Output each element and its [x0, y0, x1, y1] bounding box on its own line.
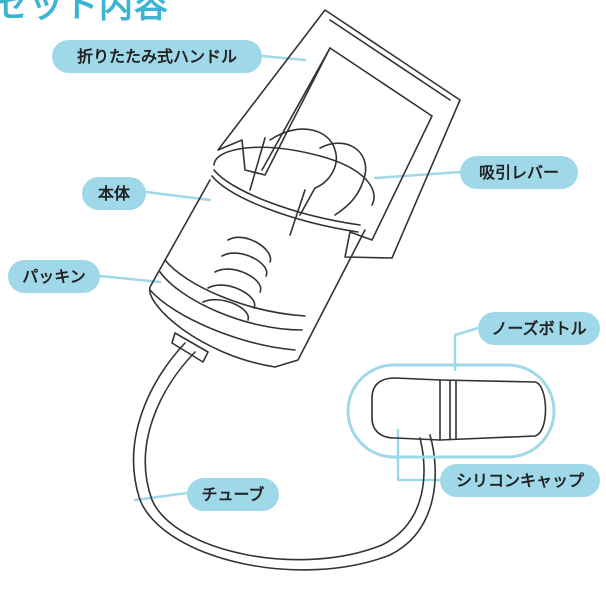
nose-bottle-drawing	[346, 363, 556, 459]
label-silicone-cap: シリコンキャップ	[440, 464, 600, 497]
page-title: セット内容	[0, 0, 169, 26]
label-folding-handle: 折りたたみ式ハンドル	[52, 40, 262, 73]
leader-handle	[260, 54, 307, 62]
label-main-body: 本体	[82, 177, 146, 210]
label-packing: パッキン	[8, 260, 100, 293]
leader-tube	[133, 491, 189, 502]
leader-lever	[373, 170, 462, 180]
leader-silicone-cap	[396, 428, 442, 482]
label-nose-bottle: ノーズボトル	[478, 312, 600, 345]
label-suction-lever: 吸引レバー	[460, 156, 578, 189]
leader-lines	[98, 54, 480, 502]
tube-drawing	[132, 342, 437, 571]
label-tube: チューブ	[187, 478, 279, 511]
leader-nose-bottle	[453, 326, 480, 372]
folding-handle-drawing	[217, 9, 461, 259]
leader-packing	[98, 274, 162, 284]
pump-body-drawing	[149, 128, 375, 368]
